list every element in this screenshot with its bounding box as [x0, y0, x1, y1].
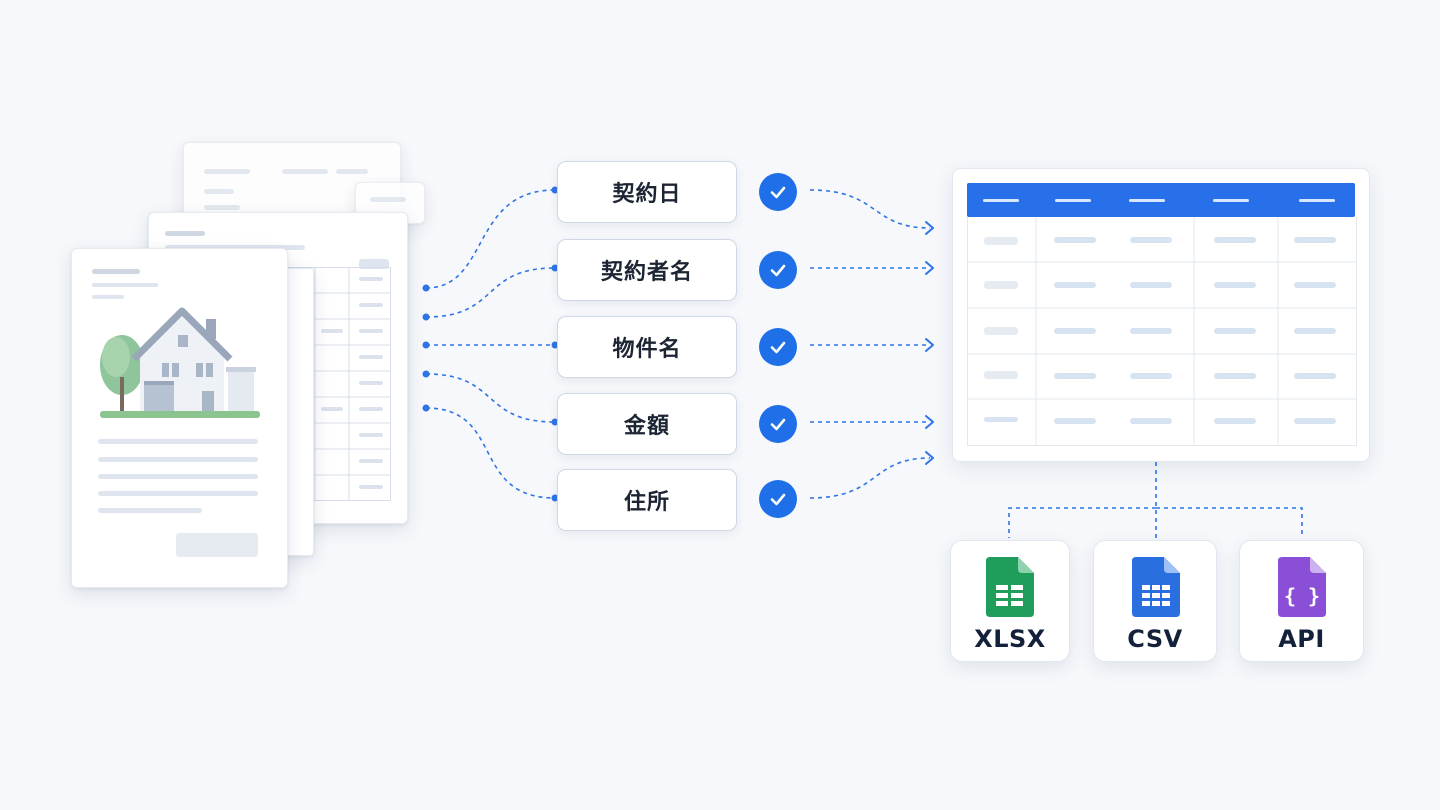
document-page-front — [71, 248, 288, 588]
arrow-head-2 — [925, 261, 934, 275]
arrow-head-4 — [925, 415, 934, 429]
check-icon — [759, 173, 797, 211]
connector-doc-to-field-2 — [425, 267, 556, 318]
connector-field-to-table-5 — [809, 457, 931, 499]
connector-doc-to-field-1 — [425, 189, 556, 289]
field-contractor-name: 契約者名 — [557, 239, 737, 301]
field-contract-date: 契約日 — [557, 161, 737, 223]
output-table — [952, 168, 1370, 462]
check-icon — [759, 480, 797, 518]
field-amount: 金額 — [557, 393, 737, 455]
format-card-xlsx[interactable]: XLSX — [950, 540, 1070, 662]
table-grid — [967, 217, 1357, 446]
connector-doc-to-field-4 — [425, 373, 556, 423]
format-card-csv[interactable]: CSV — [1093, 540, 1217, 662]
format-label-xlsx: XLSX — [974, 625, 1046, 653]
connector-table-to-formats — [1008, 462, 1303, 538]
code-braces-file-icon: { } — [1278, 557, 1326, 617]
table-header — [967, 183, 1355, 217]
format-label-csv: CSV — [1127, 625, 1183, 653]
spreadsheet-file-icon — [986, 557, 1034, 617]
svg-text:{ }: { } — [1284, 584, 1320, 608]
check-icon — [759, 405, 797, 443]
field-address: 住所 — [557, 469, 737, 531]
arrow-head-3 — [925, 338, 934, 352]
grid-file-icon — [1132, 557, 1180, 617]
arrow-head-1 — [925, 221, 934, 235]
connector-doc-to-field-5 — [425, 407, 556, 499]
arrow-head-5 — [925, 451, 934, 465]
field-property-name: 物件名 — [557, 316, 737, 378]
check-icon — [759, 328, 797, 366]
connector-field-to-table-1 — [809, 189, 931, 229]
format-card-api[interactable]: { } API — [1239, 540, 1364, 662]
house-illustration — [100, 307, 260, 418]
format-label-api: API — [1278, 625, 1325, 653]
check-icon — [759, 251, 797, 289]
